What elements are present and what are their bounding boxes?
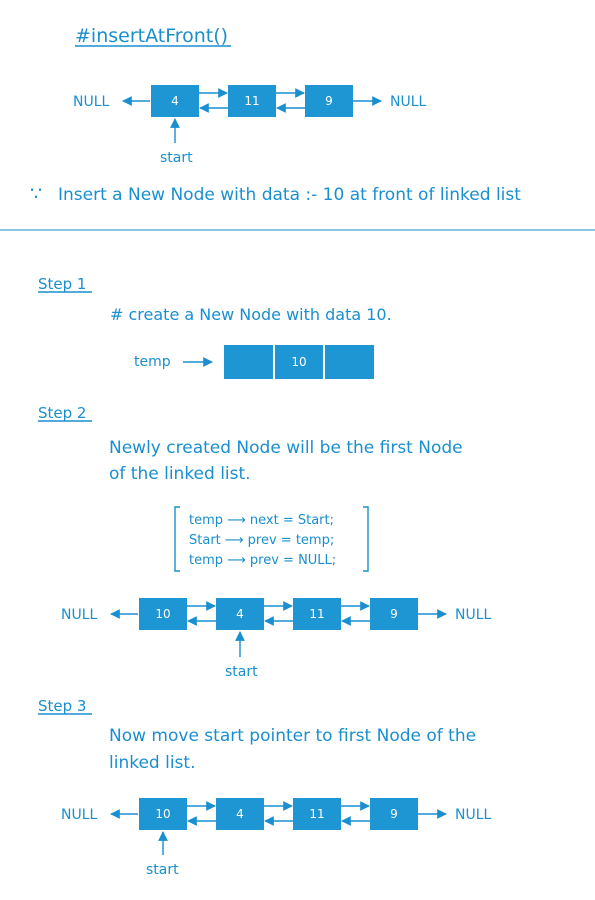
step-3-node-1 [139,798,187,830]
start-label: start [225,664,258,680]
step-3-node-4 [370,798,418,830]
step-2-node-2-value: 4 [236,607,244,621]
intro-node-2 [228,85,276,117]
start-label: start [160,150,193,166]
intro-node-2-value: 11 [244,94,259,108]
null-right-label: NULL [455,807,492,823]
intro-node-1-value: 4 [171,94,179,108]
step-2-text-line-2: of the linked list. [109,464,251,484]
temp-label: temp [134,354,171,370]
null-left-label: NULL [61,607,98,623]
step-2-text-line-1: Newly created Node will be the first Nod… [109,438,463,458]
step-3-node-1-value: 10 [155,807,170,821]
step-2-node-1-value: 10 [155,607,170,621]
step-3-text-line-1: Now move start pointer to first Node of … [109,726,476,746]
intro-node-3-value: 9 [325,94,333,108]
intro-node-1 [151,85,199,117]
step-2-node-2 [216,598,264,630]
null-left-label: NULL [61,807,98,823]
code-bracket-left [174,506,180,572]
code-line-3: temp ⟶ prev = NULL; [189,553,336,568]
null-right-label: NULL [390,94,427,110]
null-right-label: NULL [455,607,492,623]
code-line-2: Start ⟶ prev = temp; [189,533,334,548]
step-3-node-2-value: 4 [236,807,244,821]
code-bracket-right [363,506,369,572]
step-2-node-3-value: 11 [309,607,324,621]
step-3-node-3-value: 11 [309,807,324,821]
step-2-node-4-value: 9 [390,607,398,621]
null-left-label: NULL [73,94,110,110]
therefore-symbol: ∵ [30,183,42,205]
step-3-node-4-value: 9 [390,807,398,821]
step-1-heading: Step 1 [38,275,86,293]
step-3-node-2 [216,798,264,830]
step-2-node-4 [370,598,418,630]
page-title: #insertAtFront() [75,25,228,47]
step-2-node-1 [139,598,187,630]
step-3-text-line-2: linked list. [109,753,196,773]
new-node-value: 10 [291,355,306,369]
start-label: start [146,862,179,878]
code-line-1: temp ⟶ next = Start; [189,513,334,528]
step-1-text: # create a New Node with data 10. [110,305,392,324]
step-2-node-3 [293,598,341,630]
step-3-heading: Step 3 [38,697,86,715]
intro-node-3 [305,85,353,117]
new-node [224,345,374,379]
step-2-heading: Step 2 [38,404,86,422]
step-3-node-3 [293,798,341,830]
intro-description: Insert a New Node with data :- 10 at fro… [58,185,521,205]
